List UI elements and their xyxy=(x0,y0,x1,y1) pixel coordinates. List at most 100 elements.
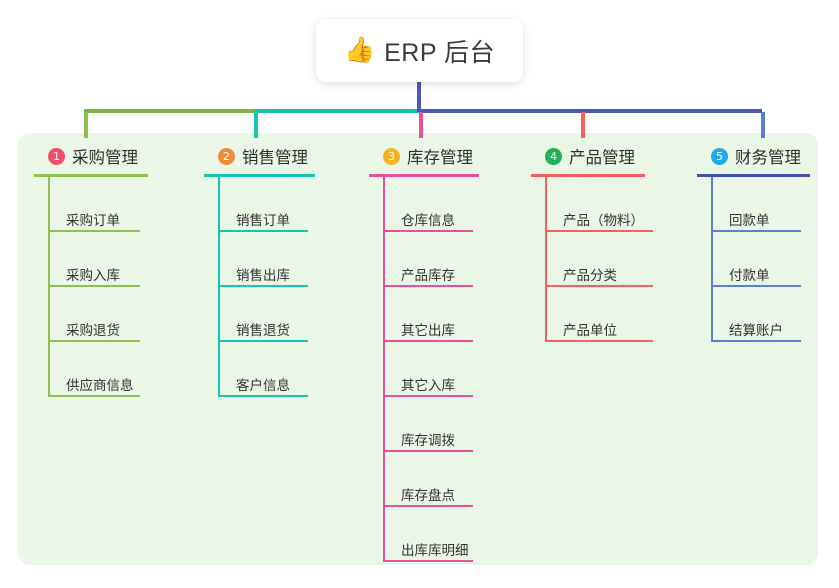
branch-item-underline xyxy=(48,230,140,232)
branch-item-underline xyxy=(711,340,801,342)
branch-item-label: 采购入库 xyxy=(66,268,120,284)
branch-column-库存管理: 3 库存管理仓库信息产品库存其它出库其它入库库存调拨库存盘点出库库明细 xyxy=(369,144,529,562)
branch-badge-3: 3 xyxy=(383,147,400,165)
branch-column-销售管理: 2 销售管理销售订单销售出库销售退货客户信息 xyxy=(204,144,364,397)
bus-segment-1 xyxy=(84,109,259,113)
branch-title: 库存管理 xyxy=(407,149,473,167)
branch-column-产品管理: 4 产品管理产品（物料） 产品分类产品单位 xyxy=(531,144,691,342)
branch-items: 销售订单销售出库销售退货客户信息 xyxy=(204,177,364,397)
root-node[interactable]: 👍 ERP 后台 xyxy=(316,19,523,82)
branch-items: 回款单付款单结算账户 xyxy=(697,177,839,342)
branch-item-underline xyxy=(545,230,653,232)
branch-header-库存管理[interactable]: 3 库存管理 xyxy=(369,144,529,168)
bus-segment-2 xyxy=(255,109,423,113)
branch-badge-4: 4 xyxy=(545,147,562,165)
branch-item-label: 产品单位 xyxy=(563,323,617,339)
diagram-panel xyxy=(18,133,818,565)
branch-drop-5 xyxy=(761,112,765,138)
branch-drop-1 xyxy=(84,112,88,138)
branch-item[interactable]: 销售订单 xyxy=(218,177,364,232)
branch-item-underline xyxy=(218,395,308,397)
branch-item[interactable]: 其它入库 xyxy=(383,342,529,397)
branch-item[interactable]: 采购退货 xyxy=(48,287,194,342)
branch-spine xyxy=(383,177,385,562)
branch-header-采购管理[interactable]: 1 采购管理 xyxy=(34,144,194,168)
branch-item-underline xyxy=(383,395,473,397)
branch-header-产品管理[interactable]: 4 产品管理 xyxy=(531,144,691,168)
branch-item[interactable]: 销售退货 xyxy=(218,287,364,342)
branch-item-label: 产品（物料） xyxy=(563,213,644,229)
branch-item[interactable]: 客户信息 xyxy=(218,342,364,397)
branch-badge-2: 2 xyxy=(218,147,235,165)
branch-item[interactable]: 回款单 xyxy=(711,177,839,232)
branch-item-underline xyxy=(383,505,473,507)
branch-item-underline xyxy=(383,340,473,342)
branch-item-underline xyxy=(48,285,140,287)
branch-item[interactable]: 付款单 xyxy=(711,232,839,287)
branch-title: 采购管理 xyxy=(72,149,138,167)
branch-item-label: 采购退货 xyxy=(66,323,120,339)
branch-item[interactable]: 采购入库 xyxy=(48,232,194,287)
branch-item-label: 其它入库 xyxy=(401,378,455,394)
branch-item[interactable]: 仓库信息 xyxy=(383,177,529,232)
branch-title: 销售管理 xyxy=(242,149,308,167)
branch-item[interactable]: 产品（物料） xyxy=(545,177,691,232)
branch-item-underline xyxy=(545,340,653,342)
branch-rule xyxy=(369,174,479,177)
branch-item[interactable]: 库存盘点 xyxy=(383,452,529,507)
bus-segment-3 xyxy=(419,109,762,113)
root-connector-stem xyxy=(417,80,421,112)
branch-item[interactable]: 产品单位 xyxy=(545,287,691,342)
branch-item[interactable]: 产品库存 xyxy=(383,232,529,287)
branch-item[interactable]: 采购订单 xyxy=(48,177,194,232)
branch-item-underline xyxy=(545,285,653,287)
branch-items: 采购订单采购入库采购退货供应商信息 xyxy=(34,177,194,397)
branch-item-label: 仓库信息 xyxy=(401,213,455,229)
branch-item-label: 其它出库 xyxy=(401,323,455,339)
branch-rule xyxy=(204,174,315,177)
branch-rule xyxy=(697,174,810,177)
branch-drop-2 xyxy=(254,112,258,138)
branch-item-label: 销售订单 xyxy=(236,213,290,229)
branch-item[interactable]: 结算账户 xyxy=(711,287,839,342)
branch-drop-4 xyxy=(581,112,585,138)
branch-item-label: 客户信息 xyxy=(236,378,290,394)
branch-item-underline xyxy=(218,340,308,342)
branch-item-label: 销售出库 xyxy=(236,268,290,284)
branch-item-underline xyxy=(48,340,140,342)
branch-item-label: 出库库明细 xyxy=(401,543,469,559)
branch-item-underline xyxy=(218,230,308,232)
branch-spine xyxy=(545,177,547,342)
branch-rule xyxy=(531,174,645,177)
branch-item-label: 库存盘点 xyxy=(401,488,455,504)
branch-item[interactable]: 供应商信息 xyxy=(48,342,194,397)
branch-badge-1: 1 xyxy=(48,147,65,165)
branch-item[interactable]: 库存调拨 xyxy=(383,397,529,452)
branch-items: 产品（物料） 产品分类产品单位 xyxy=(531,177,691,342)
branch-item-underline xyxy=(383,450,473,452)
branch-item-underline xyxy=(383,560,473,562)
branch-header-销售管理[interactable]: 2 销售管理 xyxy=(204,144,364,168)
branch-item[interactable]: 其它出库 xyxy=(383,287,529,342)
branch-item-underline xyxy=(383,285,473,287)
branch-item[interactable]: 出库库明细 xyxy=(383,507,529,562)
branch-item-label: 结算账户 xyxy=(729,323,783,339)
branch-title: 财务管理 xyxy=(735,149,801,167)
thumbs-up-icon: 👍 xyxy=(343,36,376,64)
branch-rule xyxy=(34,174,148,177)
branch-item-label: 采购订单 xyxy=(66,213,120,229)
branch-title: 产品管理 xyxy=(569,149,635,167)
branch-item-label: 库存调拨 xyxy=(401,433,455,449)
branch-item-underline xyxy=(711,230,801,232)
branch-items: 仓库信息产品库存其它出库其它入库库存调拨库存盘点出库库明细 xyxy=(369,177,529,562)
branch-item[interactable]: 销售出库 xyxy=(218,232,364,287)
branch-item-label: 回款单 xyxy=(729,213,770,229)
branch-item-label: 产品分类 xyxy=(563,268,617,284)
root-title: ERP 后台 xyxy=(384,38,496,67)
branch-item[interactable]: 产品分类 xyxy=(545,232,691,287)
branch-drop-3 xyxy=(419,112,423,138)
branch-item-underline xyxy=(48,395,140,397)
branch-spine xyxy=(711,177,713,342)
